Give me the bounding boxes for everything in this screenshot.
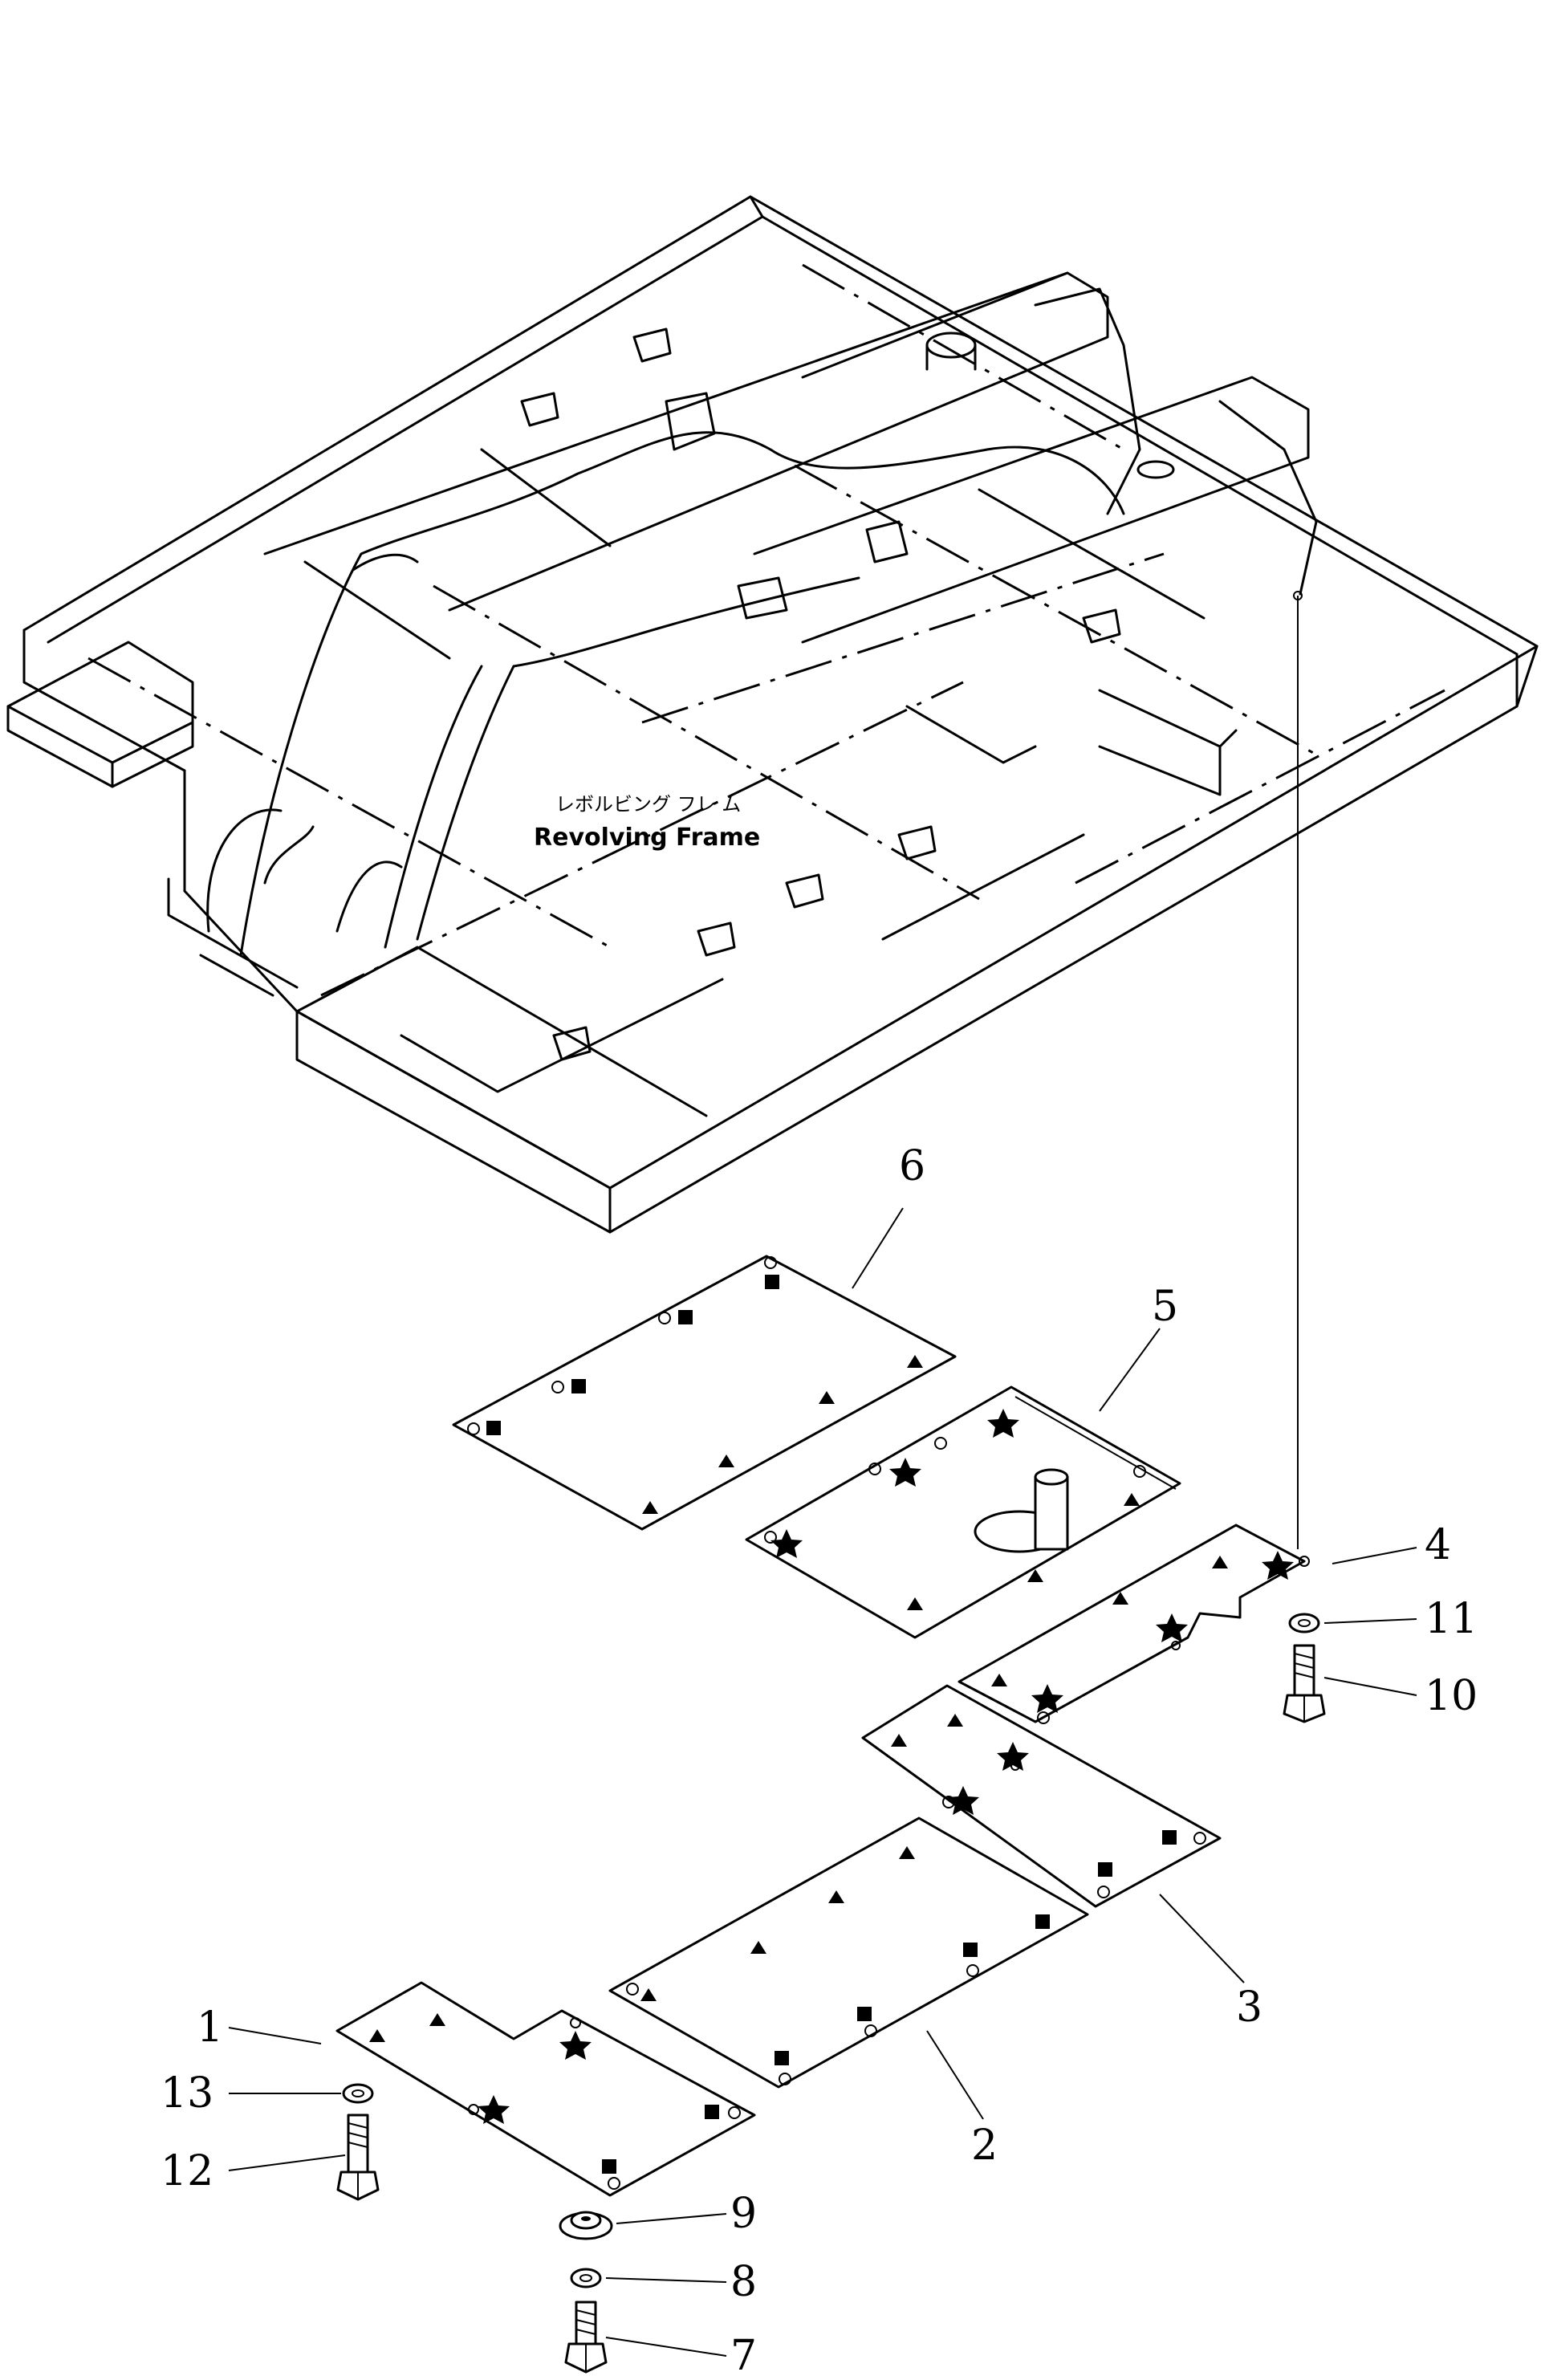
callout-2: 2 bbox=[971, 2122, 998, 2170]
callout-10: 10 bbox=[1425, 1672, 1478, 1720]
nut-part-9 bbox=[559, 2211, 613, 2240]
plate-part-2 bbox=[608, 1817, 1089, 2089]
frame-label-japanese: レボルビング フレ ム bbox=[555, 793, 741, 816]
frame-label-english: Revolving Frame bbox=[534, 824, 760, 852]
callout-9: 9 bbox=[730, 2190, 757, 2238]
plate-part-3 bbox=[861, 1684, 1222, 1908]
plate-part-6 bbox=[452, 1255, 957, 1531]
callout-8: 8 bbox=[730, 2258, 757, 2306]
callout-12: 12 bbox=[161, 2147, 213, 2195]
callout-3: 3 bbox=[1236, 1983, 1262, 2032]
washer-part-8 bbox=[570, 2268, 602, 2288]
callout-7: 7 bbox=[730, 2332, 757, 2380]
bolt-part-12 bbox=[336, 2114, 380, 2201]
plate-part-4 bbox=[957, 1524, 1310, 1724]
callout-13: 13 bbox=[161, 2069, 213, 2118]
bolt-part-10 bbox=[1283, 1644, 1326, 1723]
plate-part-5 bbox=[745, 1385, 1181, 1639]
callout-5: 5 bbox=[1152, 1283, 1178, 1331]
callout-4: 4 bbox=[1425, 1521, 1451, 1569]
plate-part-1 bbox=[335, 1981, 756, 2197]
callout-leaders bbox=[228, 1207, 1417, 2357]
callout-11: 11 bbox=[1425, 1595, 1478, 1643]
callout-1: 1 bbox=[197, 2004, 223, 2052]
bolt-part-7 bbox=[564, 2301, 608, 2374]
callout-6: 6 bbox=[899, 1142, 925, 1190]
washer-part-11 bbox=[1288, 1613, 1320, 1633]
washer-part-13 bbox=[342, 2083, 374, 2104]
revolving-frame bbox=[6, 195, 1539, 1234]
